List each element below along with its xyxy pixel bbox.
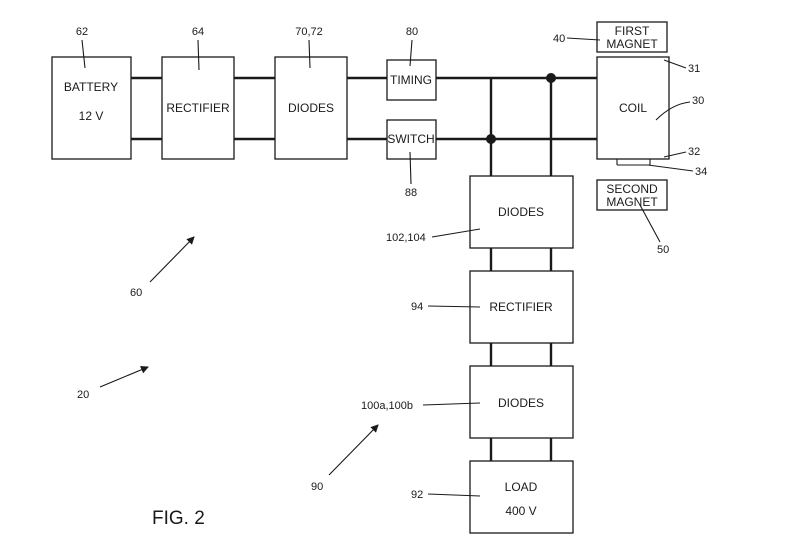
ref-diodes-low: 100a,100b [361, 400, 413, 412]
battery-voltage: 12 V [79, 109, 104, 123]
rectifier-top-block: RECTIFIER [161, 56, 235, 160]
battery-block: BATTERY 12 V [51, 56, 132, 160]
wiring [131, 76, 597, 461]
ref-circuit-60: 60 [130, 287, 142, 299]
load-voltage: 400 V [505, 504, 536, 518]
diodes-top-label: DIODES [288, 101, 334, 115]
rectifier-top-label: RECTIFIER [166, 101, 230, 115]
leader-line [308, 39, 311, 69]
ref-coil: 30 [692, 95, 704, 107]
first-magnet-line2: MAGNET [606, 37, 658, 51]
switch-label: SWITCH [387, 132, 434, 146]
leader-line [427, 305, 481, 308]
leader-line [427, 493, 481, 497]
leader-line [422, 402, 481, 406]
ref-circuit-90: 90 [311, 481, 323, 493]
rectifier-mid-label: RECTIFIER [489, 300, 553, 314]
ref-second-magnet: 50 [657, 244, 669, 256]
leader-line [197, 39, 200, 71]
coil-block: COIL [596, 56, 670, 166]
battery-label: BATTERY [64, 80, 118, 94]
first-magnet-block: FIRST MAGNET [596, 21, 668, 53]
ref-battery: 62 [76, 26, 88, 38]
pointer-arrow-60 [149, 236, 195, 283]
ref-coil-bottom: 32 [688, 146, 700, 158]
leader-line [663, 59, 687, 69]
switch-block: SWITCH [386, 119, 437, 160]
ref-load: 92 [411, 489, 423, 501]
leader-line [409, 39, 413, 67]
load-label: LOAD [505, 480, 538, 494]
diodes-low-label: DIODES [498, 396, 544, 410]
diodes-top-block: DIODES [274, 56, 348, 160]
ref-switch: 88 [405, 187, 417, 199]
ref-coil-top: 31 [688, 63, 700, 75]
ref-rectifier-top: 64 [192, 26, 204, 38]
diodes-low-block: DIODES [469, 365, 574, 439]
diodes-mid-block: DIODES [469, 175, 574, 249]
second-magnet-line1: SECOND [606, 182, 658, 196]
junction-dot [486, 134, 496, 144]
leader-line [647, 164, 694, 172]
ref-diodes-top: 70,72 [295, 26, 323, 38]
junction-dot [546, 73, 556, 83]
rectifier-mid-block: RECTIFIER [469, 270, 574, 344]
leader-line [655, 101, 691, 121]
leader-line [81, 39, 86, 69]
coil-label: COIL [619, 101, 647, 115]
figure-label: FIG. 2 [152, 508, 205, 529]
pointer-arrow-20 [99, 366, 149, 388]
ref-rectifier-mid: 94 [411, 301, 423, 313]
diodes-mid-label: DIODES [498, 205, 544, 219]
second-magnet-line2: MAGNET [606, 195, 658, 209]
leader-line [639, 204, 661, 243]
ref-device-20: 20 [77, 389, 89, 401]
load-block: LOAD 400 V [469, 460, 574, 534]
ref-timing: 80 [406, 26, 418, 38]
leader-line [663, 151, 687, 158]
ref-diodes-mid: 102,104 [386, 232, 426, 244]
second-magnet-block: SECOND MAGNET [596, 179, 668, 211]
timing-label: TIMING [390, 73, 432, 87]
leader-line [566, 37, 601, 41]
first-magnet-line1: FIRST [615, 24, 650, 38]
pointer-arrow-90 [328, 424, 379, 476]
timing-block: TIMING [386, 59, 437, 101]
ref-coil-side: 34 [695, 166, 707, 178]
ref-first-magnet: 40 [553, 33, 565, 45]
leader-line [431, 228, 481, 238]
leader-line [409, 151, 412, 185]
